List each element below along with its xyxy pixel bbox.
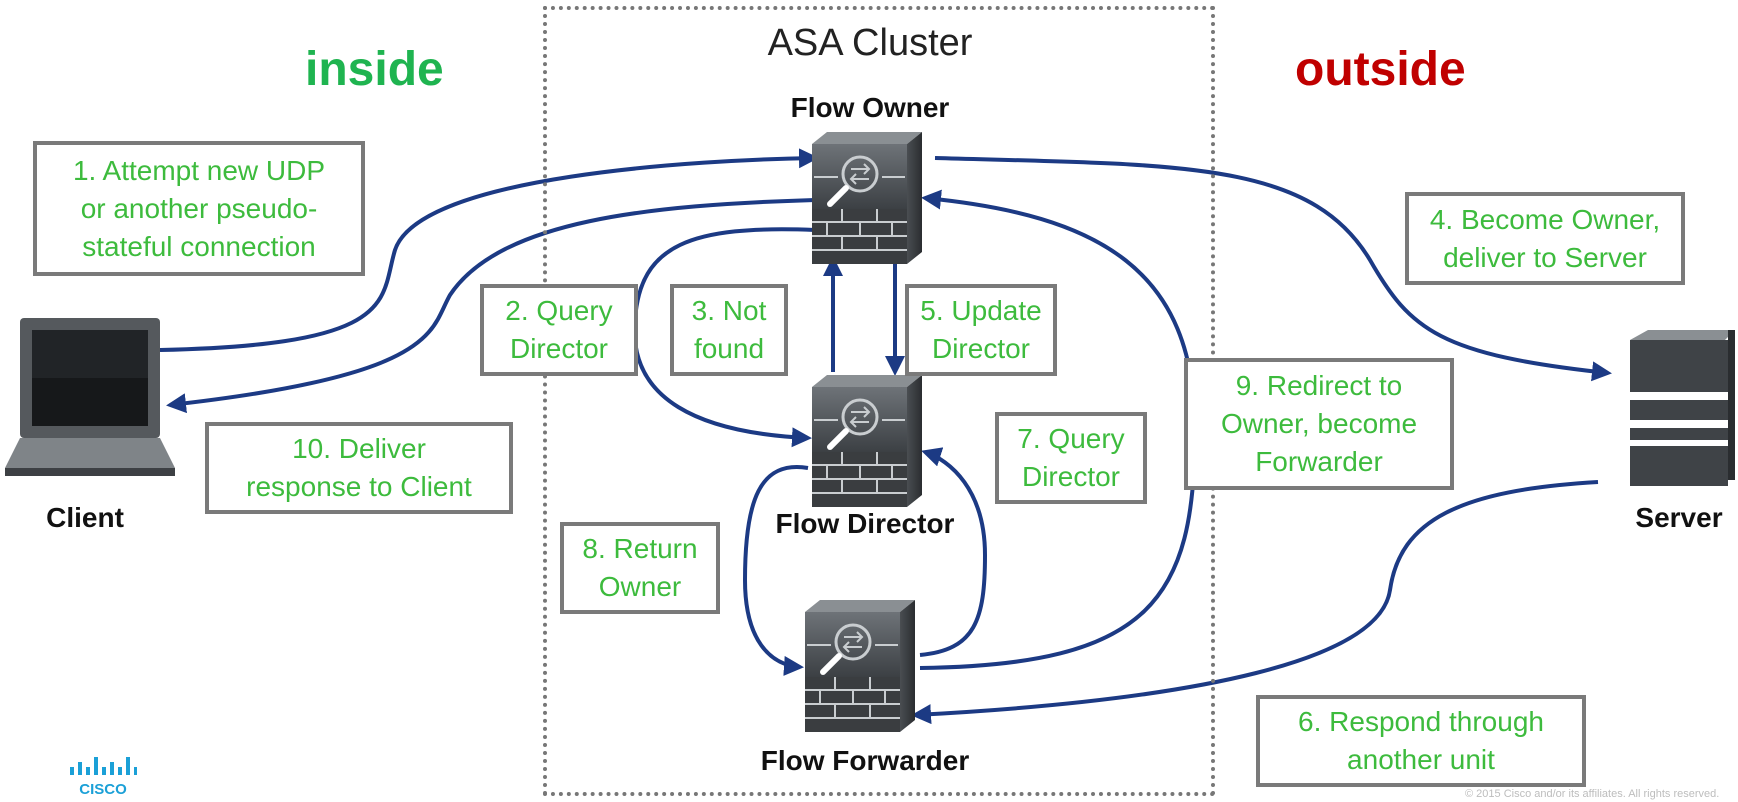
flow-owner-label: Flow Owner [790,92,950,123]
svg-text:CISCO: CISCO [79,781,127,797]
step-6-box: 6. Respond through another unit [1256,695,1586,787]
step-3-box: 3. Not found [670,284,788,376]
step-5-box: 5. Update Director [905,284,1057,376]
arrow-server-to-forwarder [911,480,1599,725]
cisco-logo: CISCO [68,755,138,802]
arrow-client-to-owner [159,148,819,352]
arrow-owner-to-server [934,156,1612,382]
arrow-forwarder-to-director-query [919,447,988,657]
flow-director-device-icon [812,375,922,507]
copyright-notice: © 2015 Cisco and/or its affiliates. All … [1465,788,1720,800]
step-1-box: 1. Attempt new UDP or another pseudo- st… [33,141,365,276]
server-icon [1630,330,1735,486]
step-10-box: 10. Deliver response to Client [205,422,513,514]
step-2-box: 2. Query Director [480,284,638,376]
server-label: Server [1635,502,1723,533]
flow-owner-device-icon [812,132,922,264]
asa-cluster-boundary [543,6,1215,796]
flow-arrows [159,148,1612,725]
step-9-box: 9. Redirect to Owner, become Forwarder [1184,358,1454,490]
cluster-title: ASA Cluster [767,22,973,64]
step-4-box: 4. Become Owner, deliver to Server [1405,192,1685,285]
arrow-owner-to-client [166,198,816,414]
flow-director-label: Flow Director [775,508,955,539]
client-label: Client [46,502,124,533]
arrow-director-to-forwarder-return [742,465,809,676]
flow-forwarder-label: Flow Forwarder [760,745,970,776]
zone-inside-label: inside [305,43,444,96]
client-laptop-icon [5,318,175,476]
step-7-box: 7. Query Director [995,412,1147,504]
flow-forwarder-device-icon [805,600,915,732]
step-8-box: 8. Return Owner [560,522,720,614]
zone-outside-label: outside [1295,43,1466,96]
